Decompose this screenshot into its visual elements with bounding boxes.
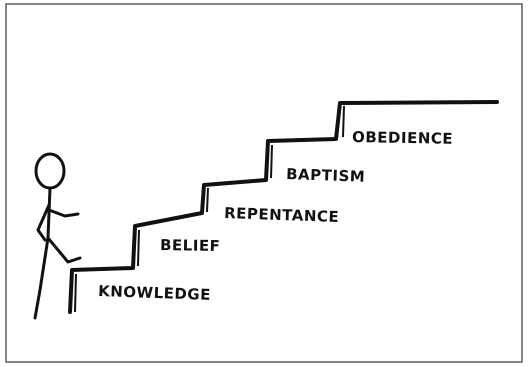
step-label-obedience: OBEDIENCE: [352, 128, 453, 148]
step-label-belief: BELIEF: [160, 236, 221, 255]
stair-riser-5: [342, 105, 345, 138]
figure-leg-front: [46, 236, 82, 264]
step-label-knowledge: KNOWLEDGE: [98, 282, 211, 304]
figure-arm-right: [47, 208, 80, 218]
stair-riser-2: [137, 229, 140, 267]
step-label-repentance: REPENTANCE: [224, 204, 340, 226]
stair-riser-1: [74, 273, 77, 313]
figure-leg-back: [33, 236, 50, 320]
frame-border: [5, 3, 523, 363]
step-label-baptism: BAPTISM: [286, 165, 366, 186]
stair-riser-4: [270, 144, 273, 179]
stick-figure: [33, 152, 82, 320]
figure-torso: [46, 186, 52, 240]
staircase: [68, 100, 499, 314]
figure-arm-left: [36, 203, 51, 242]
figure-head: [34, 152, 66, 190]
stair-riser-3: [206, 187, 209, 213]
